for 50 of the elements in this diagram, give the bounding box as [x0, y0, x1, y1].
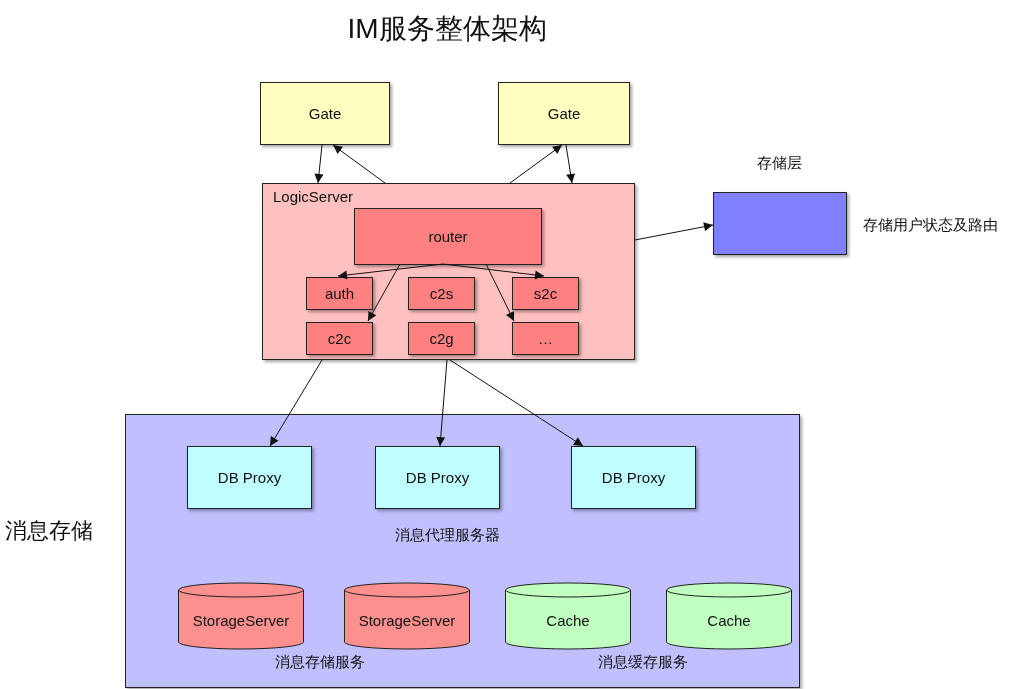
node-label: Gate	[547, 105, 581, 122]
process-box	[375, 446, 500, 509]
arrow	[565, 144, 576, 184]
node-label: s2c	[533, 285, 558, 302]
node-label: c2s	[429, 285, 454, 302]
note-text: 存储用户状态及路由	[863, 216, 998, 235]
module-box	[408, 322, 475, 355]
arrow	[449, 359, 584, 447]
arrow	[269, 359, 323, 447]
gate-box	[498, 82, 630, 145]
section-caption: 消息存储服务	[275, 653, 365, 672]
arrow	[442, 263, 545, 280]
node-label: Cache	[546, 612, 590, 629]
module-box	[306, 322, 373, 355]
node-label: c2c	[327, 330, 352, 347]
arrow	[509, 144, 563, 184]
arrow	[367, 263, 401, 322]
process-box	[571, 446, 696, 509]
section-heading: 消息存储	[5, 517, 93, 545]
node-label: StorageServer	[358, 612, 456, 629]
node-label: Cache	[707, 612, 751, 629]
module-box	[306, 277, 373, 310]
node-label: DB Proxy	[405, 469, 470, 486]
section-caption: 消息缓存服务	[598, 653, 688, 672]
arrow	[436, 359, 448, 447]
node-label: DB Proxy	[601, 469, 666, 486]
module-box	[512, 322, 579, 355]
arrow	[332, 144, 386, 184]
node-label: auth	[324, 285, 355, 302]
node-label: c2g	[429, 330, 454, 347]
note-text: 存储层	[757, 154, 802, 173]
gate-box	[260, 82, 390, 145]
module-box	[512, 277, 579, 310]
section-caption: 消息代理服务器	[394, 526, 500, 545]
node-label: Gate	[308, 105, 342, 122]
arrow	[634, 222, 714, 241]
arrow	[485, 263, 515, 322]
arrow	[314, 144, 324, 184]
panel-heading: LogicServer	[273, 188, 354, 205]
node-label: DB Proxy	[217, 469, 282, 486]
arrow	[337, 263, 444, 280]
module-box	[354, 208, 542, 265]
node-label: …	[538, 330, 553, 347]
server-panel	[262, 183, 635, 360]
node-label: router	[428, 228, 468, 245]
process-box	[187, 446, 312, 509]
node-label: StorageServer	[192, 612, 290, 629]
module-box	[408, 277, 475, 310]
diagram-title: IM服务整体架构	[347, 12, 547, 46]
storage-box	[713, 192, 847, 255]
